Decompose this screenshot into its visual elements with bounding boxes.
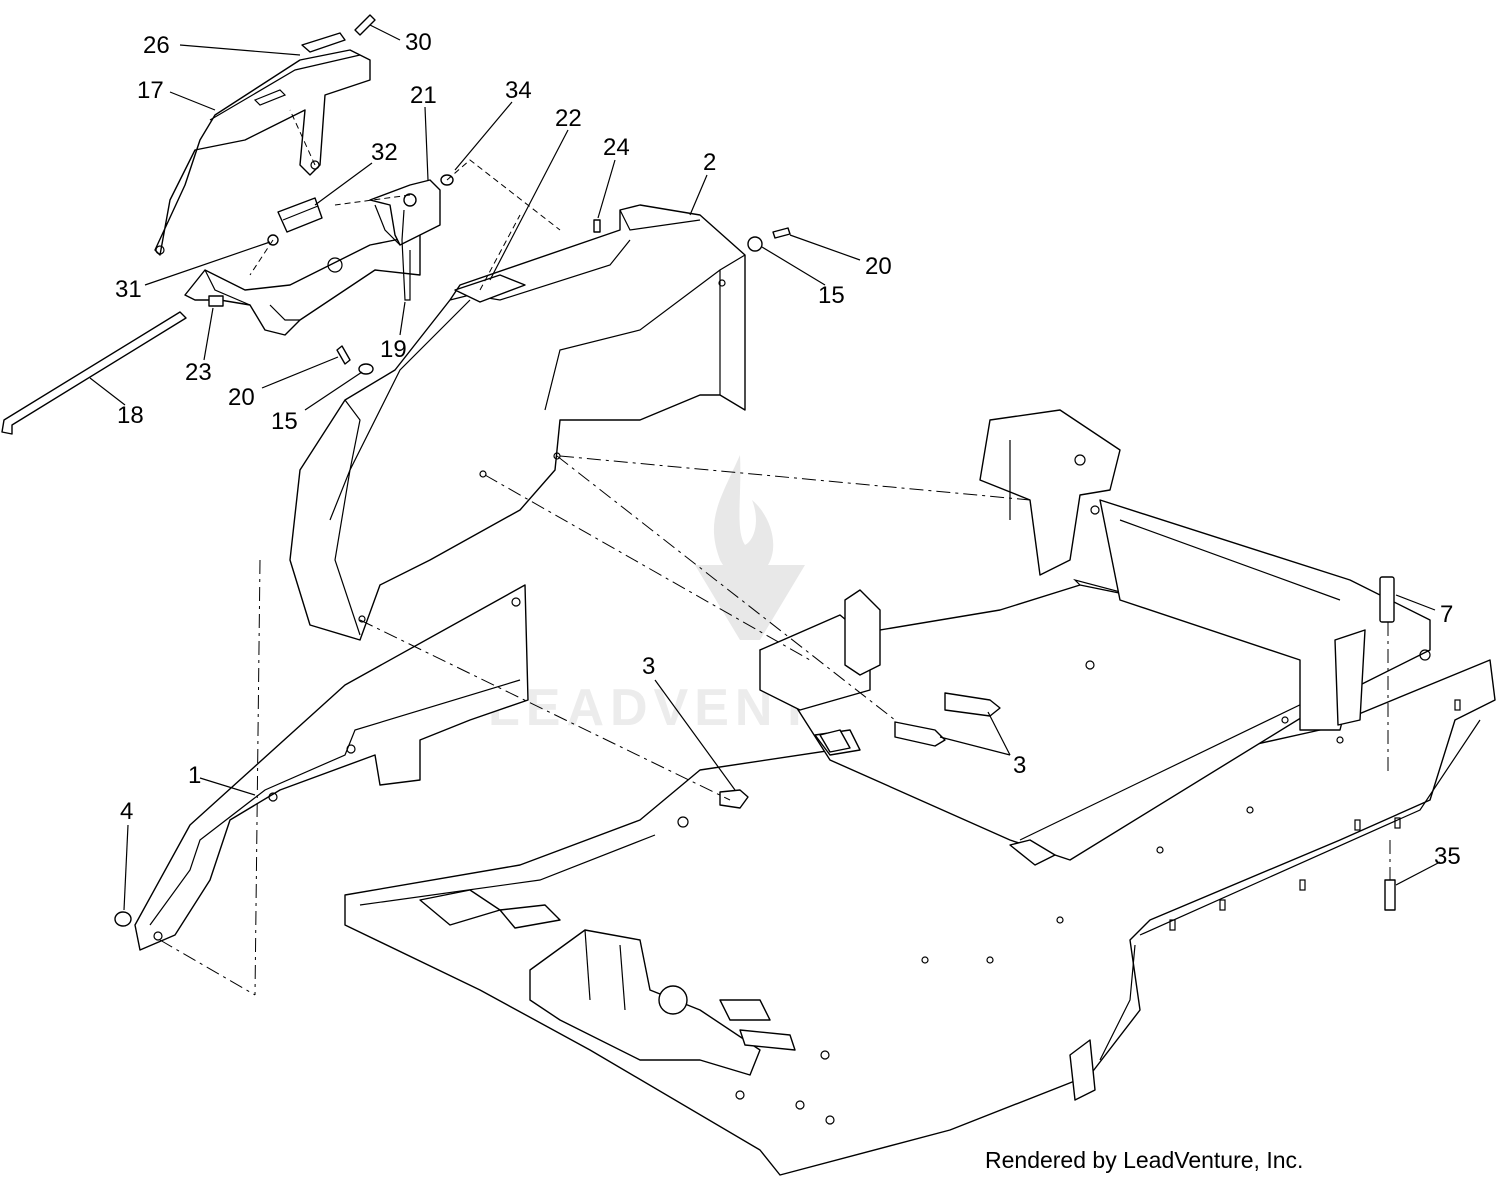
callout-21: 21 (410, 82, 437, 109)
screw-30 (354, 14, 376, 36)
watermark-logo-icon (695, 455, 805, 640)
washer-15-left (358, 363, 374, 375)
callout-18: 18 (117, 402, 144, 429)
pin-3-b (944, 692, 1001, 717)
callout-30: 30 (405, 29, 432, 56)
bolt-20-right (772, 227, 791, 239)
callout-22: 22 (555, 105, 582, 132)
callout-24: 24 (603, 134, 630, 161)
frame-assembly (344, 409, 1496, 1176)
screw-24 (593, 219, 601, 233)
handle-bracket (154, 32, 371, 256)
callout-23: 23 (185, 359, 212, 386)
render-credit: Rendered by LeadVenture, Inc. (985, 1147, 1303, 1173)
control-bracket (184, 234, 421, 336)
leader-lines (89, 24, 1441, 911)
pin-3-c (894, 721, 946, 747)
console-housing (289, 204, 746, 641)
latch-plate (369, 179, 441, 246)
hairpin-19 (401, 209, 411, 301)
callout-1: 1 (188, 762, 201, 789)
callout-32: 32 (371, 139, 398, 166)
callout-35: 35 (1434, 843, 1461, 870)
callout-3-b: 3 (1013, 752, 1026, 779)
callout-3-a: 3 (642, 653, 655, 680)
callout-4: 4 (120, 798, 133, 825)
nut-4 (114, 911, 132, 927)
rod-18 (1, 311, 187, 435)
callout-2: 2 (703, 149, 716, 176)
callout-17: 17 (137, 77, 164, 104)
spacer-7 (1379, 576, 1395, 623)
handle-clip (301, 32, 346, 53)
washer-15-right (747, 236, 763, 252)
callout-labels: 26 30 17 21 34 22 24 2 32 20 15 31 19 23… (115, 29, 1461, 870)
side-panel (134, 584, 529, 951)
callout-34: 34 (505, 77, 532, 104)
alignment-lines (159, 109, 1391, 996)
callout-26: 26 (143, 32, 170, 59)
callout-15-right: 15 (818, 282, 845, 309)
callout-15-left: 15 (271, 408, 298, 435)
pad-32 (277, 197, 323, 233)
bolt-35 (1384, 879, 1396, 911)
nut-23 (208, 295, 224, 307)
callout-19: 19 (380, 336, 407, 363)
pin-3-a (719, 789, 749, 809)
callout-7: 7 (1440, 601, 1453, 628)
callout-20-left: 20 (228, 384, 255, 411)
callout-20-right: 20 (865, 253, 892, 280)
callout-31: 31 (115, 276, 142, 303)
bolt-20-left (336, 345, 351, 365)
